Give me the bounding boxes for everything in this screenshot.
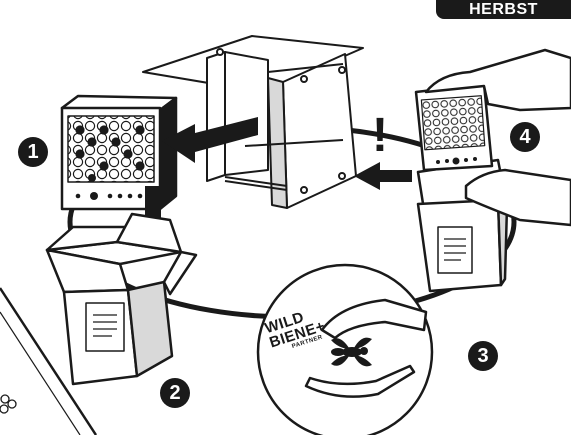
warning-mark: ! [372,112,388,160]
step-1-badge: 1 [18,137,48,167]
flower-icon [0,395,16,413]
arrow-right-icon [354,162,412,190]
cardboard-box-step-2 [47,214,196,384]
nest-box-step-4 [416,84,492,170]
step-3-badge: 3 [468,341,498,371]
step-4-badge: 4 [510,122,540,152]
season-tab: HERBST [436,0,571,19]
step-2-badge: 2 [160,378,190,408]
